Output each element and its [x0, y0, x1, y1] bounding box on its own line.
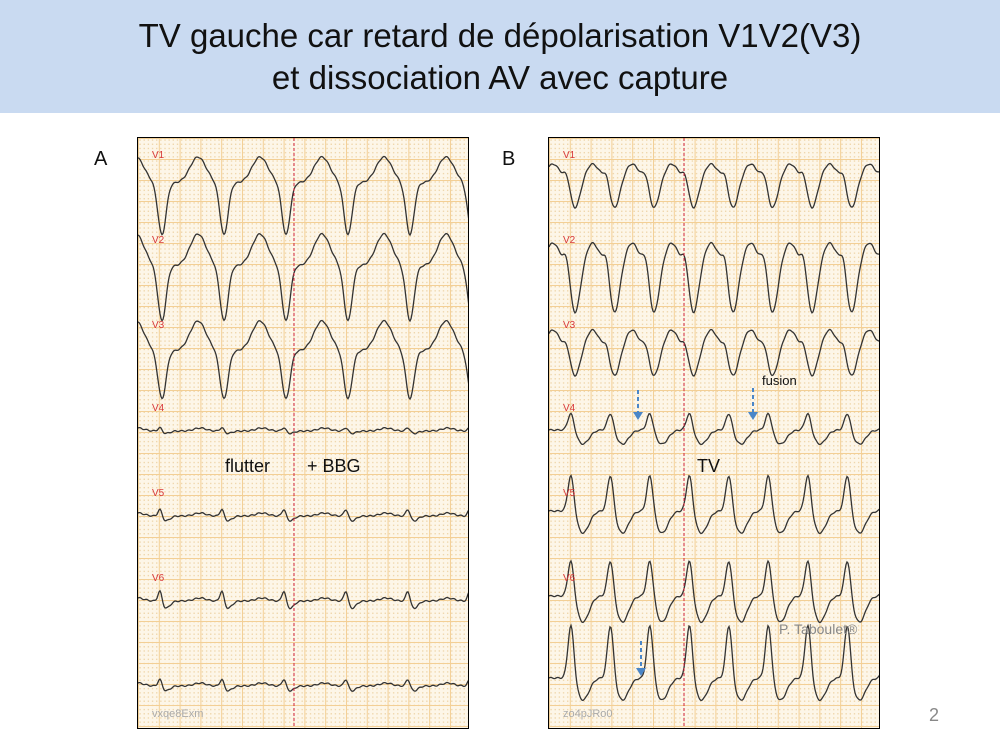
page-number: 2	[929, 705, 940, 725]
annotation-tv: TV	[697, 456, 721, 476]
ecg-trace	[138, 319, 468, 401]
lead-label: V1	[563, 150, 576, 161]
author-signature: P. Taboulet®	[779, 621, 858, 637]
ecg-trace	[138, 155, 468, 237]
ecg-trace	[138, 508, 468, 523]
lead-label: V2	[563, 235, 576, 246]
lead-label: V3	[152, 320, 165, 331]
ecg-trace	[549, 473, 879, 535]
ecg-trace	[549, 328, 879, 377]
slide-title-line1: TV gauche car retard de dépolarisation V…	[138, 16, 862, 54]
lead-label: V3	[563, 320, 576, 331]
watermark: zo4pJRo0	[563, 708, 613, 720]
ecg-trace	[549, 241, 879, 315]
lead-label: V6	[563, 573, 576, 584]
lead-label: V6	[152, 573, 165, 584]
lead-label: V5	[152, 488, 165, 499]
panel-a-label: A	[94, 148, 108, 170]
slide-title-line2: et dissociation AV avec capture	[271, 58, 729, 96]
panel-b-label: B	[502, 148, 516, 170]
ecg-panel-a: V1 V2 V3 V4 V5 V6 vxqe8Exm	[137, 137, 469, 729]
ecg-trace	[138, 678, 468, 693]
lead-label: V1	[152, 150, 165, 161]
ecg-traces-a	[138, 138, 468, 728]
ecg-trace	[138, 589, 468, 610]
title-band: TV gauche car retard de dépolarisation V…	[0, 0, 1000, 113]
ecg-trace	[549, 412, 879, 446]
annotation-fusion: fusion	[762, 373, 797, 388]
watermark: vxqe8Exm	[152, 708, 204, 720]
lead-label: V4	[152, 403, 165, 414]
ecg-trace	[138, 232, 468, 323]
lead-label: V5	[563, 488, 576, 499]
annotation-bbg: + BBG	[307, 456, 361, 476]
ecg-traces-b	[549, 138, 879, 728]
ecg-panel-b: V1 V2 V3 V4 V5 V6 zo4pJRo0	[548, 137, 880, 729]
lead-label: V4	[563, 403, 576, 414]
ecg-trace	[549, 623, 879, 702]
ecg-trace	[549, 559, 879, 624]
annotation-flutter: flutter	[225, 456, 271, 476]
lead-label: V2	[152, 235, 165, 246]
ecg-trace	[138, 426, 468, 435]
ecg-trace	[549, 162, 879, 209]
